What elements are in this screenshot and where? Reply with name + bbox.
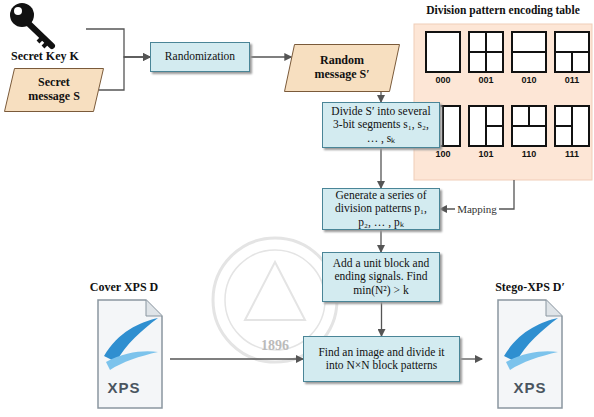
node-text: Cover XPS D <box>90 280 158 295</box>
table-panel <box>414 24 592 180</box>
process-box: Add a unit block and ending signals. Fin… <box>322 252 440 302</box>
icon-text: XPS <box>513 379 546 396</box>
input-parallelogram: Secret message S <box>4 68 104 112</box>
connector-arrow <box>250 56 291 57</box>
pattern-code: 001 <box>466 75 506 85</box>
node-text: Random message S′ <box>300 54 384 82</box>
pattern-code: 111 <box>552 149 592 159</box>
pattern-code: 101 <box>466 149 506 159</box>
key-icon <box>10 3 52 47</box>
node-text: Randomization <box>165 50 235 63</box>
data-parallelogram: Random message S′ <box>284 44 400 92</box>
xps-document-icon <box>498 300 562 408</box>
process-box: Randomization <box>150 42 250 72</box>
edge-label: Mapping <box>455 203 499 215</box>
key-node: Secret Key K <box>4 2 86 64</box>
watermark-text: 1896 <box>250 338 300 354</box>
connector-arrow <box>380 230 381 252</box>
connector-arrow <box>381 302 382 336</box>
pattern-code: 110 <box>509 149 549 159</box>
connector-arrow <box>460 358 482 359</box>
icon-text: XPS <box>107 379 140 396</box>
connector-arrow <box>99 57 150 90</box>
connector-arrow <box>380 148 381 188</box>
pattern-code: 011 <box>552 75 592 85</box>
node-text: Stego-XPS D′ <box>495 280 565 295</box>
xps-document-icon <box>98 300 162 408</box>
pattern-code: 100 <box>423 149 463 159</box>
document-node: Stego-XPS D′ XPS <box>482 280 578 412</box>
node-text: Find an image and divide it into N×N blo… <box>310 346 453 372</box>
process-box: Find an image and divide it into N×N blo… <box>303 336 460 382</box>
pattern-code: 000 <box>423 75 463 85</box>
node-text: Secret message S <box>20 76 88 104</box>
process-box: Generate a series of division patterns p… <box>322 188 440 230</box>
pattern-code: 010 <box>509 75 549 85</box>
connector-arrow <box>380 92 381 102</box>
node-text: Divide S′ into several 3-bit segments s₁… <box>329 105 433 145</box>
process-box: Divide S′ into several 3-bit segments s₁… <box>322 102 440 148</box>
node-text: Generate a series of division patterns p… <box>329 189 433 229</box>
node-text: Division pattern encoding table <box>426 4 580 16</box>
document-node: Cover XPS D XPS <box>78 280 170 412</box>
node-text: Secret Key K <box>11 49 79 64</box>
node-text: Add a unit block and ending signals. Fin… <box>329 257 433 297</box>
division-patterns <box>426 32 589 146</box>
connector-arrow <box>86 29 150 57</box>
connector-arrow <box>170 358 303 359</box>
